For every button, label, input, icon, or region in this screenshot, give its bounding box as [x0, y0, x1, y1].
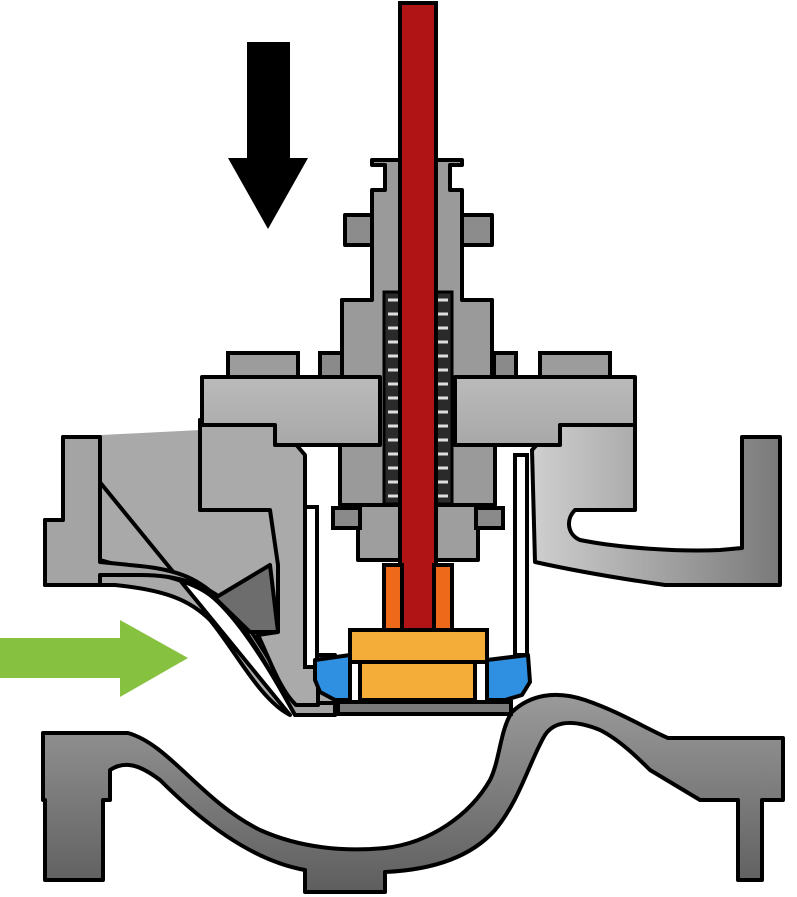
guide-pin-left — [331, 506, 362, 530]
cage-slot-right — [513, 453, 529, 657]
bolt-nut-right-inner — [492, 351, 518, 379]
bolt-nut-right — [538, 351, 612, 379]
guide-pin-right — [474, 506, 505, 530]
seat-ring-right — [485, 653, 532, 702]
right-body-outlet — [530, 418, 782, 587]
seat-ring-left — [313, 653, 352, 702]
arrow-right-icon — [0, 620, 188, 697]
yoke-ear-left — [343, 213, 374, 247]
seat-plate — [336, 700, 513, 716]
yoke-ear-right — [460, 213, 494, 247]
arrow-down-icon — [228, 42, 308, 229]
valve-plug-upper — [348, 628, 489, 664]
valve-plug-lower — [358, 660, 477, 702]
packing-rings — [388, 298, 448, 498]
bolt-nut-left — [226, 351, 300, 379]
lower-body-casting — [41, 692, 785, 894]
plug-neck-left — [382, 563, 404, 637]
valve-stem — [398, 1, 438, 635]
bolt-nut-left-inner — [318, 351, 344, 379]
plug-neck-right — [432, 563, 454, 637]
cage-slot-left — [303, 505, 319, 669]
